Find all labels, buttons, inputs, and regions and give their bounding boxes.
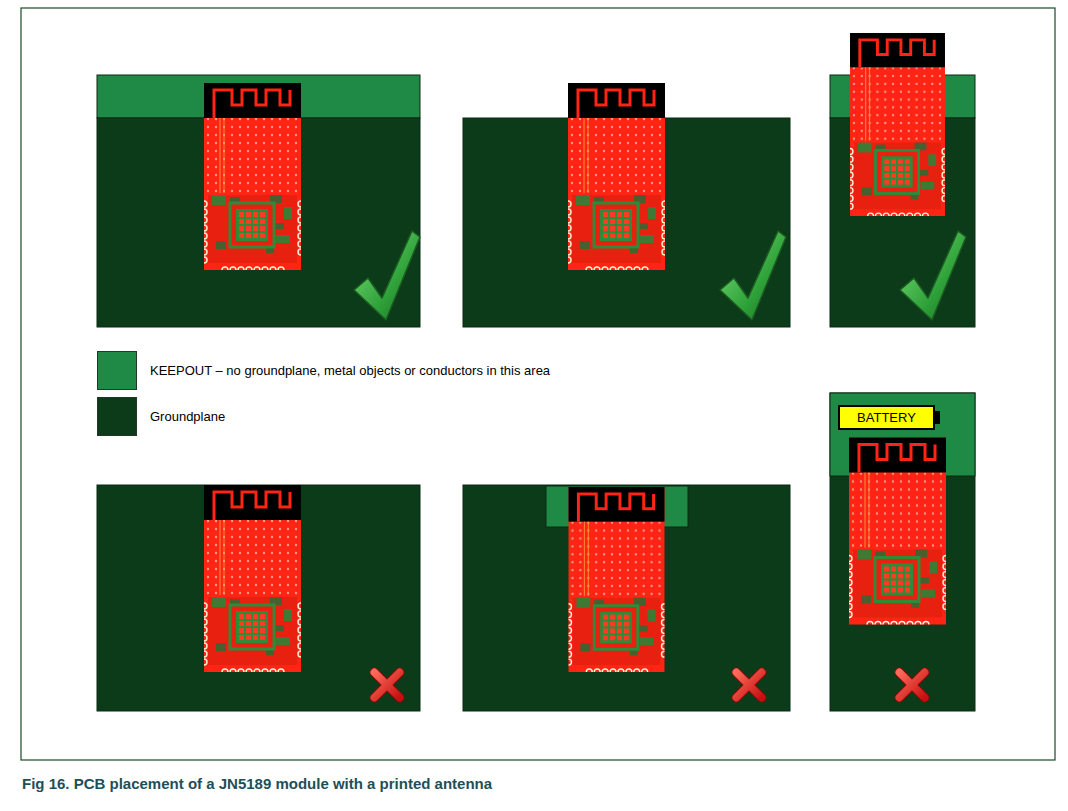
legend-text: Groundplane (150, 409, 225, 424)
battery-box: BATTERY (838, 405, 935, 430)
legend-swatch (97, 351, 137, 390)
legend-text: KEEPOUT – no groundplane, metal objects … (150, 363, 550, 378)
battery-label: BATTERY (857, 410, 916, 425)
legend-swatch (97, 397, 137, 436)
figure-caption: Fig 16. PCB placement of a JN5189 module… (22, 775, 492, 792)
